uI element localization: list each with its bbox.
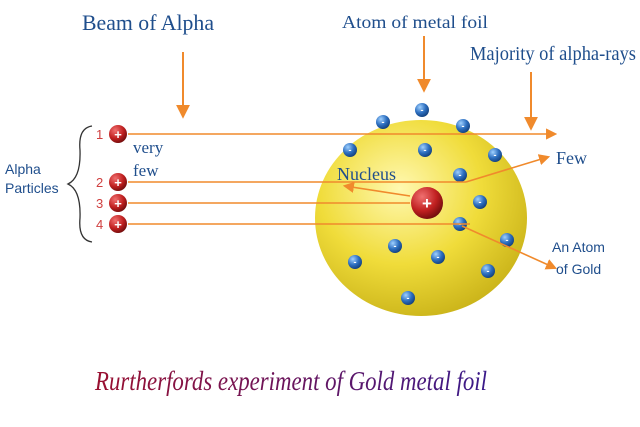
electron-sign: - [349, 145, 352, 155]
electron: - [473, 195, 487, 209]
caption: Rurtherfords experiment of Gold metal fo… [94, 366, 487, 396]
few-right-label: Few [556, 148, 587, 168]
particle-number: 2 [96, 175, 103, 190]
ray-2-deflected [465, 154, 551, 183]
electron-sign: - [407, 293, 410, 303]
gold-atom-pointer [461, 225, 558, 270]
electron-sign: - [494, 150, 497, 160]
electron-sign: - [462, 121, 465, 131]
beam-of-alpha-label: Beam of Alpha [82, 10, 214, 35]
electron: - [481, 264, 495, 278]
particle-sign: + [114, 217, 122, 232]
alpha-particle-2: 2 + [96, 173, 127, 191]
alpha-particle-1: 1 + [96, 125, 127, 143]
few-left-label: few [133, 161, 159, 180]
nucleus-sign: + [422, 194, 432, 213]
electron-sign: - [437, 252, 440, 262]
particle-sign: + [114, 175, 122, 190]
ray-3-backscatter [342, 181, 411, 197]
electron-sign: - [479, 197, 482, 207]
atom-of-metal-foil-label: Atom of metal foil [342, 12, 488, 32]
very-label: very [133, 138, 164, 157]
electrons: --------------- [343, 103, 514, 305]
electron: - [401, 291, 415, 305]
particle-number: 1 [96, 127, 103, 142]
alpha-particle-4: 4 + [96, 215, 127, 233]
electron-sign: - [506, 235, 509, 245]
electron: - [376, 115, 390, 129]
electron: - [431, 250, 445, 264]
electron-sign: - [354, 257, 357, 267]
electron-sign: - [394, 241, 397, 251]
electron-sign: - [487, 266, 490, 276]
electron: - [488, 148, 502, 162]
particle-sign: + [114, 196, 122, 211]
alpha-particles-label-line1: Alpha [5, 161, 41, 177]
electron: - [388, 239, 402, 253]
electron-sign: - [459, 170, 462, 180]
electron-sign: - [421, 105, 424, 115]
alpha-particles-brace [66, 125, 93, 243]
atom-of-gold-label-line1: An Atom [552, 239, 605, 255]
atom-of-gold-label-line2: of Gold [556, 261, 601, 277]
electron: - [418, 143, 432, 157]
alpha-particles-label-line2: Particles [5, 180, 59, 196]
nucleus-label: Nucleus [337, 164, 396, 184]
particle-number: 4 [96, 217, 103, 232]
particle-number: 3 [96, 196, 103, 211]
electron: - [343, 143, 357, 157]
electron: - [500, 233, 514, 247]
electron: - [348, 255, 362, 269]
electron: - [453, 168, 467, 182]
electron-sign: - [424, 145, 427, 155]
alpha-particle-3: 3 + [96, 194, 127, 212]
particle-sign: + [114, 127, 122, 142]
electron: - [415, 103, 429, 117]
nucleus: + [411, 187, 443, 219]
majority-of-alpha-rays-label: Majority of alpha-rays [470, 43, 636, 65]
electron: - [456, 119, 470, 133]
electron-sign: - [382, 117, 385, 127]
gold-atom [315, 120, 527, 316]
